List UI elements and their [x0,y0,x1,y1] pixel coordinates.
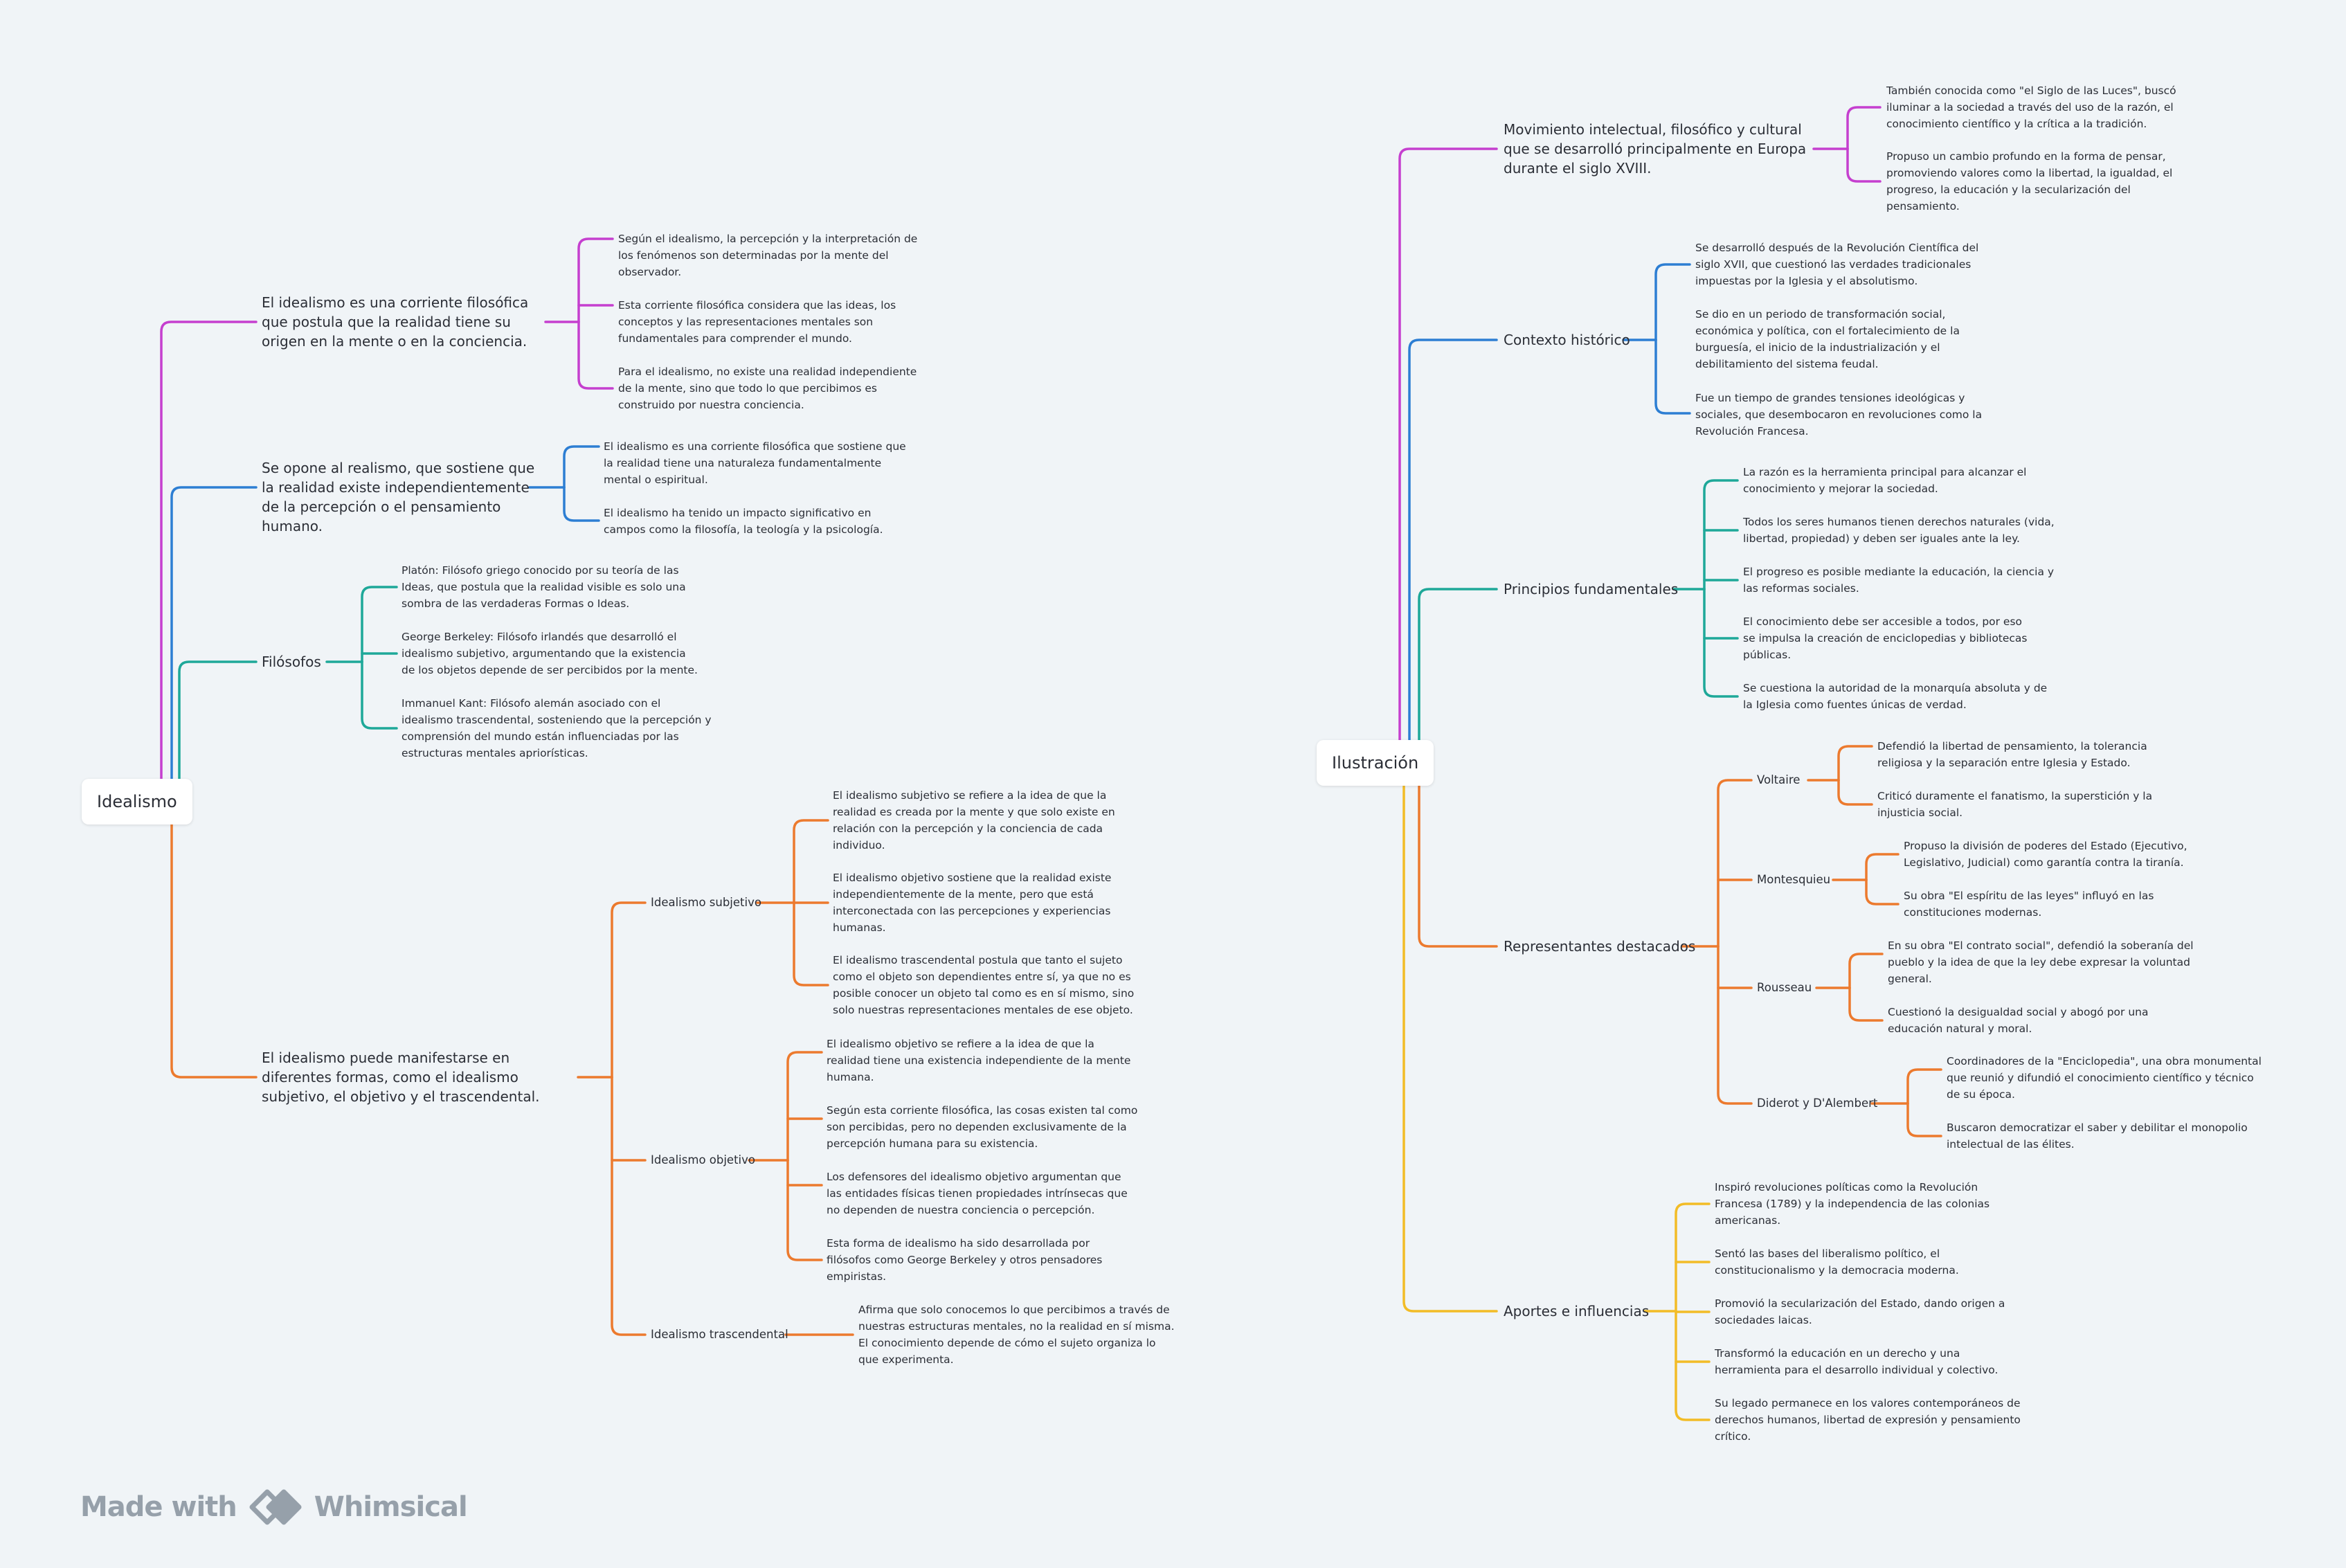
principio-item[interactable]: El progreso es posible mediante la educa… [1743,566,2055,595]
idealismo-subjetivo-detail[interactable]: El idealismo trascendental postula que t… [833,954,1135,1016]
principio-item[interactable]: El conocimiento debe ser accesible a tod… [1743,615,2028,661]
idealismo-branch-formas[interactable]: El idealismo puede manifestarse en difer… [262,1049,540,1105]
representante-montesquieu[interactable]: Montesquieu [1757,873,1831,886]
principio-item[interactable]: Se cuestiona la autoridad de la monarquí… [1743,682,2048,711]
ilustracion-branch-aportes[interactable]: Aportes e influencias [1504,1303,1650,1319]
idealismo-objetivo[interactable]: Idealismo objetivo [651,1153,755,1166]
idealismo-branch-definicion[interactable]: El idealismo es una corriente filosófica… [262,294,529,350]
diderot-detail[interactable]: Coordinadores de la "Enciclopedia", una … [1947,1055,2262,1101]
representante-voltaire[interactable]: Voltaire [1757,773,1801,786]
idealismo-objetivo-detail[interactable]: Esta forma de idealismo ha sido desarrol… [827,1237,1103,1283]
ilustracion-branch-representantes[interactable]: Representantes destacados [1504,938,1696,955]
ilustracion-definicion-detail[interactable]: Propuso un cambio profundo en la forma d… [1886,150,2173,213]
idealismo-subjetivo-detail[interactable]: El idealismo subjetivo se refiere a la i… [833,789,1115,851]
ilustracion-branch-contexto[interactable]: Contexto histórico [1504,332,1630,348]
made-with-label: Made with [80,1491,237,1523]
idealismo-definicion-detail[interactable]: Según el idealismo, la percepción y la i… [618,233,918,278]
montesquieu-detail[interactable]: Propuso la división de poderes del Estad… [1904,840,2187,869]
filosofo-berkeley[interactable]: George Berkeley: Filósofo irlandés que d… [401,631,698,676]
rousseau-detail[interactable]: En su obra "El contrato social", defendi… [1888,939,2194,985]
filosofo-platon[interactable]: Platón: Filósofo griego conocido por su … [401,564,686,610]
idealismo-trascendental[interactable]: Idealismo trascendental [651,1328,788,1341]
ilustracion-branch-principios[interactable]: Principios fundamentales [1504,581,1679,597]
aporte-item[interactable]: Su legado permanece en los valores conte… [1715,1397,2021,1443]
ilustracion-definicion-detail[interactable]: También conocida como "el Siglo de las L… [1886,84,2176,130]
idealismo-objetivo-detail[interactable]: Los defensores del idealismo objetivo ar… [827,1171,1128,1216]
root-node-ilustracion[interactable]: Ilustración [1317,740,1434,786]
rousseau-detail[interactable]: Cuestionó la desigualdad social y abogó … [1888,1006,2149,1035]
principio-item[interactable]: Todos los seres humanos tienen derechos … [1743,516,2055,545]
idealismo-trascendental-detail[interactable]: Afirma que solo conocemos lo que percibi… [858,1304,1175,1366]
montesquieu-detail[interactable]: Su obra "El espíritu de las leyes" influ… [1904,890,2154,919]
filosofo-kant[interactable]: Immanuel Kant: Filósofo alemán asociado … [401,697,712,759]
idealismo-branch-realismo[interactable]: Se opone al realismo, que sostiene que l… [262,460,535,534]
contexto-detail[interactable]: Se dio en un periodo de transformación s… [1695,308,1960,370]
idealismo-objetivo-detail[interactable]: Según esta corriente filosófica, las cos… [827,1104,1138,1150]
aporte-item[interactable]: Inspiró revoluciones políticas como la R… [1715,1181,1990,1227]
idealismo-subjetivo[interactable]: Idealismo subjetivo [651,896,761,909]
voltaire-detail[interactable]: Defendió la libertad de pensamiento, la … [1877,740,2147,769]
whimsical-wordmark: Whimsical [314,1491,468,1523]
made-with-whimsical-badge[interactable]: Made with Whimsical [80,1486,468,1529]
contexto-detail[interactable]: Se desarrolló después de la Revolución C… [1695,242,1979,287]
contexto-detail[interactable]: Fue un tiempo de grandes tensiones ideol… [1695,392,1983,438]
idealismo-realismo-detail[interactable]: El idealismo ha tenido un impacto signif… [604,507,883,536]
ilustracion-branch-definicion[interactable]: Movimiento intelectual, filosófico y cul… [1504,121,1807,177]
idealismo-realismo-detail[interactable]: El idealismo es una corriente filosófica… [604,440,906,486]
idealismo-branch-filosofos[interactable]: Filósofos [262,654,321,670]
voltaire-detail[interactable]: Criticó duramente el fanatismo, la super… [1877,790,2153,819]
aporte-item[interactable]: Sentó las bases del liberalismo político… [1715,1247,1959,1277]
idealismo-definicion-detail[interactable]: Esta corriente filosófica considera que … [618,299,896,345]
idealismo-objetivo-detail[interactable]: El idealismo objetivo se refiere a la id… [827,1038,1131,1083]
representante-rousseau[interactable]: Rousseau [1757,981,1812,994]
whimsical-logo-icon [246,1486,305,1529]
aporte-item[interactable]: Transformó la educación en un derecho y … [1715,1347,1998,1376]
idealismo-subjetivo-detail[interactable]: El idealismo objetivo sostiene que la re… [833,872,1112,934]
representante-diderot[interactable]: Diderot y D'Alembert [1757,1097,1878,1110]
aporte-item[interactable]: Promovió la secularización del Estado, d… [1715,1297,2005,1326]
root-node-idealismo[interactable]: Idealismo [82,779,192,824]
principio-item[interactable]: La razón es la herramienta principal par… [1743,466,2027,495]
idealismo-definicion-detail[interactable]: Para el idealismo, no existe una realida… [618,366,917,411]
diderot-detail[interactable]: Buscaron democratizar el saber y debilit… [1947,1121,2248,1151]
